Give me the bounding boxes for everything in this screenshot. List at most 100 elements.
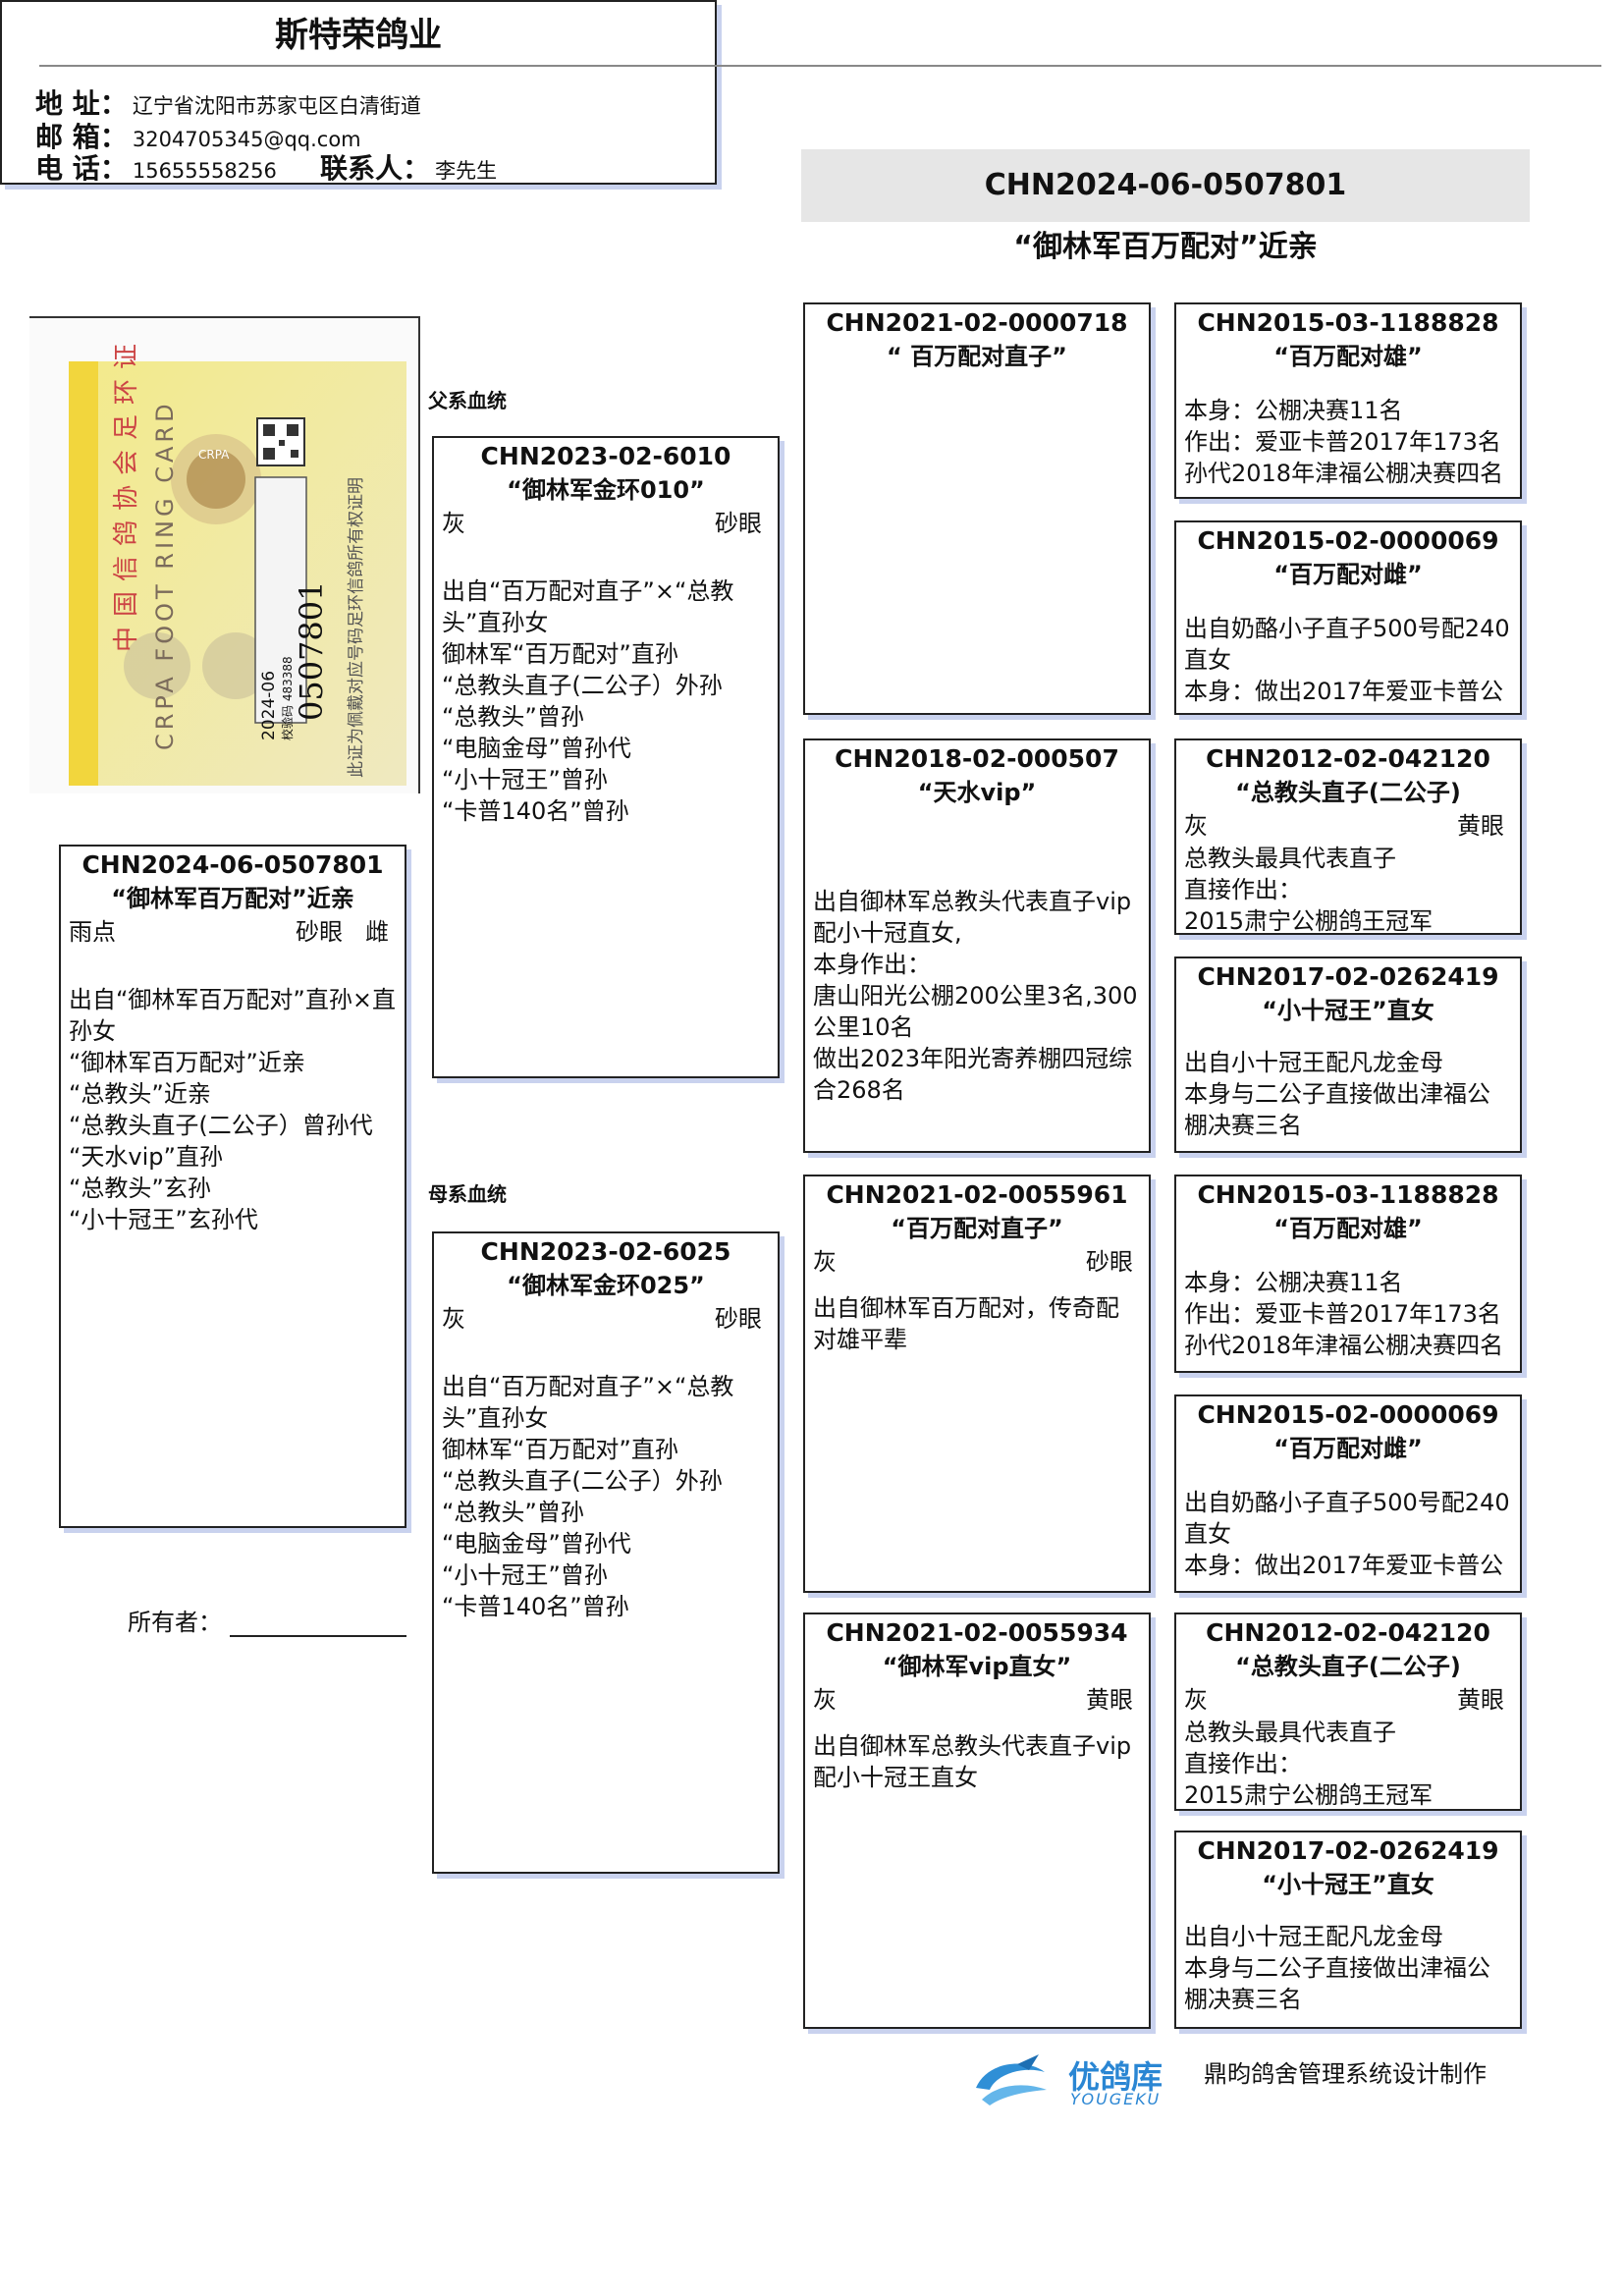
address-value: 辽宁省沈阳市苏家屯区白清街道 bbox=[132, 94, 421, 118]
brand-name-cn: 优鸽库 bbox=[1068, 2058, 1163, 2096]
notes: 出自“御林军百万配对”直孙×直孙女 “御林军百万配对”近亲 “总教头”近亲 “总… bbox=[61, 984, 405, 1235]
note-line: “总教头”曾孙 bbox=[442, 703, 584, 731]
attributes-row: 灰 黄眼 bbox=[1176, 1683, 1520, 1717]
phone-row: 电 话： 15655558256 bbox=[35, 147, 277, 187]
color: 灰 bbox=[813, 1686, 837, 1714]
grandparent-card-4: CHN2021-02-0055934 “御林军vip直女” 灰 黄眼 出自御林军… bbox=[803, 1613, 1151, 2029]
footer-credit: 鼎昀鸽舍管理系统设计制作 bbox=[1204, 2060, 1487, 2088]
note-line: 本身与二公子直接做出津福公棚决赛三名 bbox=[1184, 1080, 1490, 1139]
sire-section-label: 父系血统 bbox=[428, 389, 507, 412]
ring-number: CHN2021-02-0000718 bbox=[826, 308, 1128, 337]
brand-logo-icon bbox=[968, 2050, 1056, 2111]
note-line: 出自御林军总教头代表直子vip配小十冠直女, bbox=[813, 888, 1132, 947]
pigeon-name: “ 百万配对直子” bbox=[887, 343, 1067, 370]
email-value: 3204705345@qq.com bbox=[132, 128, 361, 151]
contact-value: 李先生 bbox=[435, 159, 498, 183]
color: 灰 bbox=[1184, 1686, 1208, 1714]
email-row: 邮 箱： 3204705345@qq.com bbox=[35, 116, 361, 155]
contact-row: 联系人： 李先生 bbox=[320, 147, 497, 187]
note-line: “电脑金母”曾孙代 bbox=[442, 1530, 631, 1558]
note-line: 2015肃宁公棚鸽王冠军 bbox=[1184, 907, 1434, 935]
note-line: 作出：爱亚卡普2017年173名 bbox=[1184, 428, 1501, 456]
great-grandparent-card-1: CHN2015-03-1188828 “百万配对雄” 本身：公棚决赛11名 作出… bbox=[1174, 302, 1522, 499]
note-line: 孙代2018年津福公棚决赛四名 bbox=[1184, 460, 1504, 487]
ring-number: CHN2023-02-6010 bbox=[480, 442, 731, 470]
notes: 本身：公棚决赛11名 作出：爱亚卡普2017年173名 孙代2018年津福公棚决… bbox=[1176, 1267, 1520, 1361]
owner-label: 所有者： bbox=[128, 1609, 222, 1636]
attributes-row: 雨点 砂眼 雌 bbox=[61, 915, 405, 949]
note-line: “总教头直子(二公子）外孙 bbox=[442, 672, 723, 699]
note-line: 本身与二公子直接做出津福公棚决赛三名 bbox=[1184, 1954, 1490, 2013]
contact-label: 联系人： bbox=[320, 152, 431, 185]
attributes-row: 灰 砂眼 bbox=[434, 507, 778, 540]
contact-card: 斯特荣鸽业 地 址： 辽宁省沈阳市苏家屯区白清街道 邮 箱： 320470534… bbox=[0, 0, 1601, 187]
note-line: “小十冠王”曾孙 bbox=[442, 1561, 608, 1589]
note-line: 御林军“百万配对”直孙 bbox=[442, 640, 678, 668]
note-line: 出自御林军百万配对，传奇配对雄平辈 bbox=[813, 1294, 1119, 1353]
attributes-row: 灰 黄眼 bbox=[805, 1683, 1149, 1717]
grandparent-card-1: CHN2021-02-0000718 “ 百万配对直子” bbox=[803, 302, 1151, 715]
sex: 雌 bbox=[365, 918, 389, 946]
notes: 出自奶酪小子直子500号配240直女 本身：做出2017年爱亚卡普公 bbox=[1176, 613, 1520, 707]
ring-number: CHN2015-02-0000069 bbox=[1197, 1400, 1499, 1429]
phone-value: 15655558256 bbox=[132, 159, 277, 183]
phone-label: 电 话： bbox=[35, 152, 128, 185]
note-line: 本身作出： bbox=[813, 951, 931, 978]
ring-number: CHN2012-02-042120 bbox=[1206, 744, 1490, 773]
note-line: “卡普140名”曾孙 bbox=[442, 1593, 629, 1620]
color: 雨点 bbox=[69, 918, 116, 946]
great-grandparent-card-4: CHN2017-02-0262419 “小十冠王”直女 出自小十冠王配凡龙金母 … bbox=[1174, 957, 1522, 1153]
eye: 砂眼 bbox=[296, 918, 344, 946]
eye: 砂眼 bbox=[715, 1305, 762, 1333]
notes: 出自御林军总教头代表直子vip配小十冠直女, 本身作出： 唐山阳光公棚200公里… bbox=[805, 886, 1149, 1106]
eye: 砂眼 bbox=[715, 510, 762, 537]
subject-header-name: “御林军百万配对”近亲 bbox=[1013, 230, 1318, 264]
ring-card-logo: CRPA bbox=[198, 448, 230, 462]
dam-card: CHN2023-02-6025 “御林军金环025” 灰 砂眼 出自“百万配对直… bbox=[432, 1231, 780, 1874]
attributes-row: 灰 砂眼 bbox=[805, 1245, 1149, 1279]
pigeon-name: “天水vip” bbox=[917, 779, 1037, 806]
note-line: 本身：做出2017年爱亚卡普公 bbox=[1184, 1552, 1504, 1579]
great-grandparent-card-8: CHN2017-02-0262419 “小十冠王”直女 出自小十冠王配凡龙金母 … bbox=[1174, 1831, 1522, 2029]
subject-card: CHN2024-06-0507801 “御林军百万配对”近亲 雨点 砂眼 雌 出… bbox=[59, 845, 406, 1528]
notes: 出自“百万配对直子”×“总教头”直孙女 御林军“百万配对”直孙 “总教头直子(二… bbox=[434, 1371, 778, 1622]
note-line: “小十冠王”玄孙代 bbox=[69, 1206, 258, 1233]
pigeon-name: “御林军金环025” bbox=[507, 1272, 705, 1299]
ring-card-title-cn: 中国信鸽协会足环证 bbox=[112, 333, 141, 652]
ring-number: CHN2021-02-0055961 bbox=[826, 1180, 1128, 1209]
notes: 出自奶酪小子直子500号配240直女 本身：做出2017年爱亚卡普公 bbox=[1176, 1487, 1520, 1581]
pigeon-name: “小十冠王”直女 bbox=[1262, 1871, 1434, 1898]
note-line: “天水vip”直孙 bbox=[69, 1143, 223, 1171]
ring-card-title-en: CRPA FOOT RING CARD bbox=[151, 400, 179, 750]
note-line: 本身：公棚决赛11名 bbox=[1184, 397, 1403, 424]
sire-card: CHN2023-02-6010 “御林军金环010” 灰 砂眼 出自“百万配对直… bbox=[432, 436, 780, 1078]
pigeon-name: “总教头直子(二公子) bbox=[1235, 779, 1461, 806]
ring-card-serial: 0507801 bbox=[293, 580, 330, 721]
eye-sex: 砂眼 雌 bbox=[296, 915, 389, 949]
note-line: “卡普140名”曾孙 bbox=[442, 797, 629, 825]
divider bbox=[39, 65, 1601, 67]
pigeon-name: “小十冠王”直女 bbox=[1262, 997, 1434, 1024]
great-grandparent-card-2: CHN2015-02-0000069 “百万配对雌” 出自奶酪小子直子500号配… bbox=[1174, 520, 1522, 715]
notes: 出自小十冠王配凡龙金母 本身与二公子直接做出津福公棚决赛三名 bbox=[1176, 1047, 1520, 1141]
grandparent-card-2: CHN2018-02-000507 “天水vip” 出自御林军总教头代表直子vi… bbox=[803, 738, 1151, 1153]
pigeon-name: “百万配对雌” bbox=[1273, 561, 1423, 588]
address-row: 地 址： 辽宁省沈阳市苏家屯区白清街道 bbox=[35, 82, 421, 122]
pigeon-name: “百万配对雄” bbox=[1273, 343, 1423, 370]
color: 灰 bbox=[1184, 812, 1208, 840]
ring-number: CHN2012-02-042120 bbox=[1206, 1618, 1490, 1647]
note-line: “御林军百万配对”近亲 bbox=[69, 1049, 305, 1076]
note-line: 作出：爱亚卡普2017年173名 bbox=[1184, 1300, 1501, 1328]
note-line: 本身：公棚决赛11名 bbox=[1184, 1269, 1403, 1296]
ring-card-year: 2024-06 bbox=[259, 670, 279, 740]
color: 灰 bbox=[442, 510, 465, 537]
ring-number: CHN2015-02-0000069 bbox=[1197, 526, 1499, 555]
subject-header: CHN2024-06-0507801 bbox=[801, 149, 1530, 222]
address-label: 地 址： bbox=[35, 87, 128, 120]
eye: 黄眼 bbox=[1457, 812, 1504, 840]
note-line: “电脑金母”曾孙代 bbox=[442, 735, 631, 762]
dam-section-label: 母系血统 bbox=[428, 1182, 507, 1206]
color: 灰 bbox=[442, 1305, 465, 1333]
pigeon-name: “御林军百万配对”近亲 bbox=[111, 885, 354, 912]
pigeon-name: “总教头直子(二公子) bbox=[1235, 1653, 1461, 1680]
